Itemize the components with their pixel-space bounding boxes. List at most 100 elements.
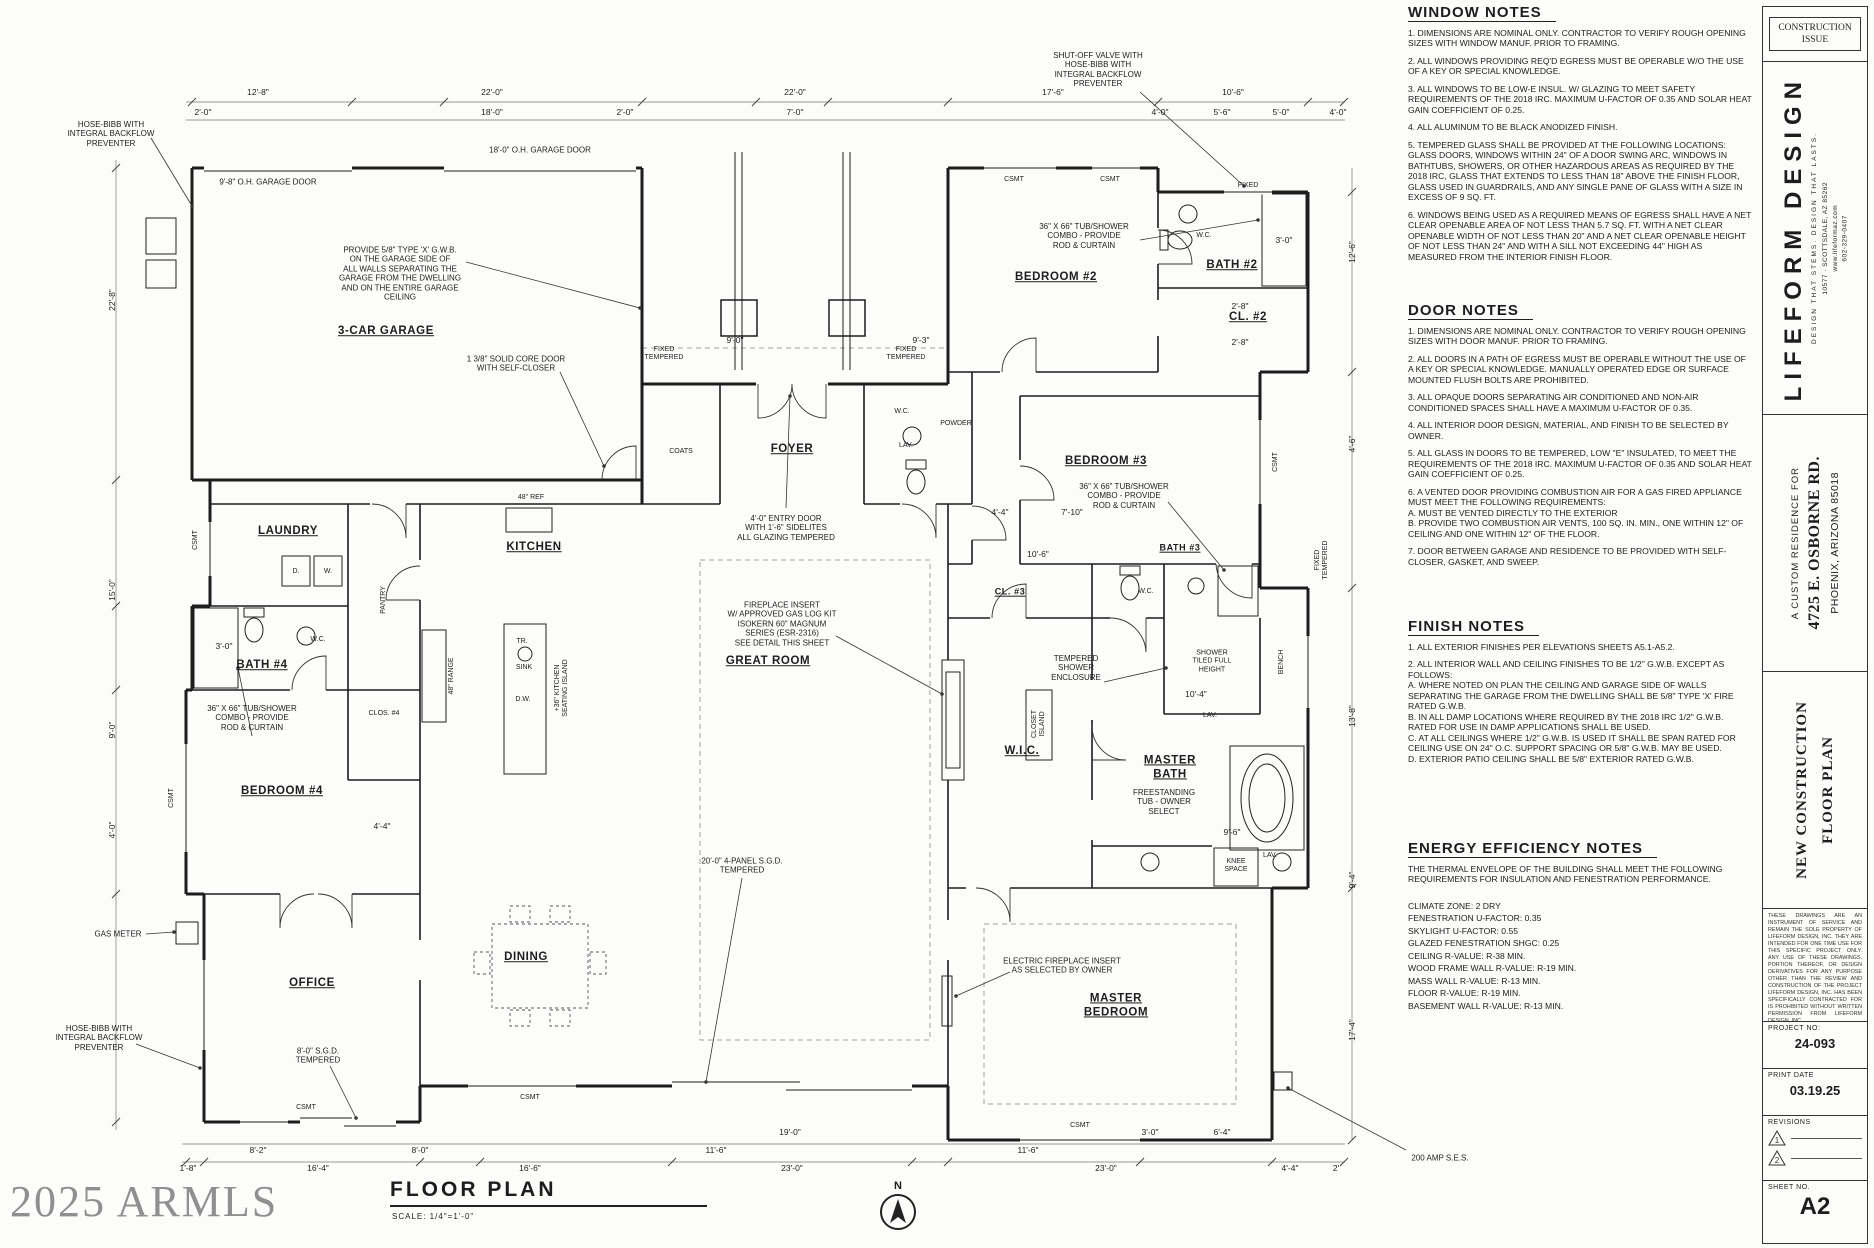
callout-electric-fireplace: ELECTRIC FIREPLACE INSERT AS SELECTED BY… <box>1003 956 1121 975</box>
dim: 5'-6" <box>1213 106 1231 117</box>
revision-triangle-icon: 2 <box>1768 1150 1786 1166</box>
print-date-label: PRINT DATE <box>1768 1072 1814 1079</box>
room-label-master-bath: MASTER BATH <box>1143 754 1197 780</box>
room-label-office: OFFICE <box>289 977 335 990</box>
fixed-tempered-label: FIXED TEMPERED <box>1313 540 1329 580</box>
revisions-section: REVISIONS 1 2 <box>1763 1116 1867 1181</box>
dimension-lines <box>115 101 1353 1163</box>
energy-line: WOOD FRAME WALL R-VALUE: R-19 MIN. <box>1408 963 1577 974</box>
dim: 22'-8" <box>106 289 117 311</box>
door-note: 5. ALL GLASS IN DOORS TO BE TEMPERED, LO… <box>1408 448 1752 480</box>
wc-label: W.C. <box>1138 587 1154 595</box>
dim: 16'-4" <box>307 1162 329 1173</box>
issue-line1: CONSTRUCTION <box>1778 22 1852 33</box>
washer <box>313 555 343 587</box>
copyright-note: THESE DRAWINGS ARE AN INSTRUMENT OF SERV… <box>1763 909 1867 1024</box>
revision-line <box>1791 1157 1862 1159</box>
csmt-label: CSMT <box>167 788 175 808</box>
room-label-garage: 3-CAR GARAGE <box>337 325 435 338</box>
dim: 23'-0" <box>1095 1162 1117 1173</box>
energy-notes-section: ENERGY EFFICIENCY NOTES THE THERMAL ENVE… <box>1408 840 1752 1012</box>
fixtures <box>145 193 1307 1091</box>
refrigerator <box>505 507 553 533</box>
dining-table <box>473 905 607 1027</box>
dim: 4'-0" <box>1151 106 1169 117</box>
dim: 2'-8" <box>1231 336 1249 347</box>
csmt-label: CSMT <box>520 1093 540 1101</box>
washer-label: W. <box>323 567 333 575</box>
dim: 13'-8" <box>1346 705 1357 727</box>
sheet-title-line2: FLOOR PLAN <box>1819 736 1836 844</box>
knee-space-label: KNEE SPACE <box>1224 857 1248 873</box>
plan-title: FLOOR PLAN <box>390 1178 707 1207</box>
dryer-label: D. <box>292 567 300 575</box>
door-note: 7. DOOR BETWEEN GARAGE AND RESIDENCE TO … <box>1408 546 1727 567</box>
callout-tub-shower-bath3: 36" X 66" TUB/SHOWER COMBO - PROVIDE ROD… <box>1079 481 1169 510</box>
powder-toilet-tank <box>905 459 927 470</box>
fixed-tempered-label: FIXED TEMPERED <box>644 345 684 361</box>
room-label-bedroom4: BEDROOM #4 <box>240 785 324 798</box>
dim: 2'-8" <box>1231 300 1249 311</box>
project-info-section: A CUSTOM RESIDENCE FOR 4725 E. OSBORNE R… <box>1763 415 1867 672</box>
utility-box <box>145 259 177 289</box>
notes-column: WINDOW NOTES 1. DIMENSIONS ARE NOMINAL O… <box>1408 0 1752 1248</box>
firm-tagline: DESIGN THAT STEMS. DESIGN THAT LASTS. <box>1810 132 1818 344</box>
room-label-coats: COATS <box>669 447 693 455</box>
dim: 3'-0" <box>1141 1126 1159 1137</box>
sink-label: SINK <box>515 663 533 671</box>
master-wc-toilet-tank <box>1119 565 1141 576</box>
callout-gwb-note: PROVIDE 5/8" TYPE 'X' G.W.B. ON THE GARA… <box>338 245 462 302</box>
north-arrow <box>880 1194 916 1230</box>
window-note: 4. ALL ALUMINUM TO BE BLACK ANODIZED FIN… <box>1408 122 1618 133</box>
dim: 1'-8" <box>179 1162 197 1173</box>
fixed-window-label: FIXED <box>1237 181 1259 189</box>
range-label: 48" RANGE <box>447 657 455 695</box>
callout-gas-meter: GAS METER <box>94 929 142 939</box>
dim: 23'-0" <box>781 1162 803 1173</box>
lav-label: LAV. <box>1202 711 1218 719</box>
energy-line: MASS WALL R-VALUE: R-13 MIN. <box>1408 975 1541 986</box>
room-label-powder: POWDER <box>940 419 972 427</box>
csmt-label: CSMT <box>1271 452 1279 472</box>
dim: 8'-2" <box>249 1144 267 1155</box>
bath4-tub <box>193 607 239 689</box>
lav-label: LAV. <box>898 441 914 449</box>
issue-line2: ISSUE <box>1801 35 1829 45</box>
dim: 15'-0" <box>106 579 117 601</box>
sheet-no-label: SHEET NO. <box>1768 1184 1811 1191</box>
door-note: 2. ALL DOORS IN A PATH OF EGRESS MUST BE… <box>1408 353 1746 385</box>
gas-meter-box <box>175 921 199 945</box>
closet-island-box <box>1025 689 1053 761</box>
dishwasher-label: D.W. <box>515 695 531 703</box>
bath2-toilet-tank <box>1159 229 1169 251</box>
plan-scale: SCALE: 1/4"=1'-0" <box>392 1212 475 1221</box>
callout-garage-door-18: 18'-0" O.H. GARAGE DOOR <box>489 145 591 155</box>
knee-space-box <box>1213 847 1259 887</box>
dim: 2' <box>1332 1162 1340 1173</box>
dim: 4'-6" <box>1346 435 1357 453</box>
callout-shutoff-valve: SHUT-OFF VALVE WITH HOSE-BIBB WITH INTEG… <box>1053 51 1143 89</box>
dimension-ticks <box>111 97 1357 1167</box>
ses-box <box>1273 1071 1293 1091</box>
revisions-label: REVISIONS <box>1768 1119 1811 1126</box>
window-note: 2. ALL WINDOWS PROVIDING REQ'D EGRESS MU… <box>1408 55 1744 77</box>
island-sink <box>517 646 533 662</box>
project-no-label: PROJECT NO: <box>1768 1025 1821 1032</box>
callout-freestanding-tub: FREESTANDING TUB - OWNER SELECT <box>1132 787 1196 816</box>
callout-solid-core-door: 1 3/8" SOLID CORE DOOR WITH SELF-CLOSER <box>466 354 566 373</box>
room-label-bath2: BATH #2 <box>1206 259 1258 272</box>
revision-line <box>1791 1137 1862 1139</box>
energy-line: SKYLIGHT U-FACTOR: 0.55 <box>1408 925 1519 936</box>
electric-fireplace-box <box>941 975 953 1027</box>
dim: 4'-4" <box>373 820 391 831</box>
bath2-toilet <box>1167 230 1193 250</box>
freestanding-tub <box>1240 753 1294 843</box>
project-no-value: 24-093 <box>1794 1036 1836 1051</box>
print-date-section: PRINT DATE 03.19.25 <box>1763 1069 1867 1116</box>
dim: 9'-3" <box>912 334 930 345</box>
ref-label: 48" REF <box>517 493 545 501</box>
utility-box <box>145 217 177 255</box>
master-wc-toilet <box>1120 575 1140 601</box>
